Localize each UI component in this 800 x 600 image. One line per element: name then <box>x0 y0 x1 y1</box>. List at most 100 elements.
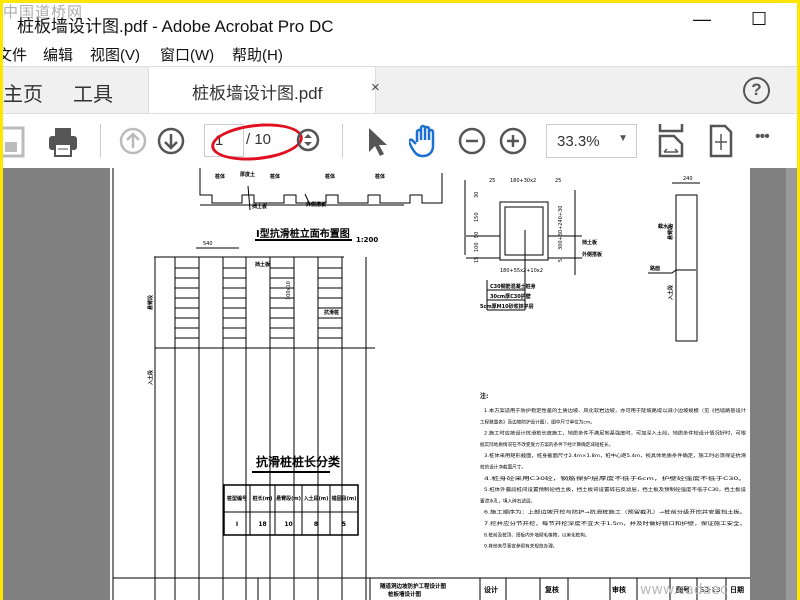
dimension-label: 30 <box>474 192 480 198</box>
elevation-title: I型抗滑桩立面布置图 <box>256 227 350 240</box>
tab-home[interactable]: 主页 <box>3 84 43 106</box>
drawing-label: 30cm厚C30护壁 <box>490 293 531 300</box>
tab-bar: 主页 工具 桩板墙设计图.pdf × ? <box>3 66 797 114</box>
zoom-level: 33.3% <box>557 133 600 150</box>
zoom-out-icon[interactable] <box>458 127 486 155</box>
chevron-down-icon: ▼ <box>618 133 628 144</box>
scrollbar[interactable] <box>786 168 797 600</box>
pdf-page: 桩体 厚度土 桩体 桩体 桩体 挡土板 外侧搭板 540 挡土板 100x10 … <box>110 168 797 600</box>
titleblock-figno-label: 图号 <box>676 585 690 594</box>
drawing-label: 桩体 <box>375 173 386 180</box>
menu-edit[interactable]: 编辑 <box>43 47 74 64</box>
titleblock-design: 设计 <box>484 585 498 594</box>
drawing-label: 抗滑桩 <box>324 309 339 316</box>
toolbar-divider <box>342 124 343 158</box>
titleblock-audit: 审核 <box>612 585 626 594</box>
drawing-label: 路面 <box>650 265 660 272</box>
print-icon[interactable] <box>47 126 79 158</box>
dimension-label: 25 <box>489 178 495 184</box>
minimize-button[interactable]: — <box>693 9 711 29</box>
table-cell: I <box>236 521 238 528</box>
table-header: 桩长(m) <box>253 495 273 502</box>
watermark-text: www.cadaec <box>640 582 728 598</box>
dimension-label: 100x10 <box>286 281 292 300</box>
dimension-label: 240 <box>683 176 693 182</box>
note-line: 5.桩体外露段桩间设置预制砼挡土板，挡土板背设置碎石反滤层，挡土板及预制砼强度不… <box>484 486 746 493</box>
drawing-label: 悬臂段 <box>147 295 154 311</box>
titleblock-project: 隧道洞边坡防护工程设计图 <box>380 582 447 590</box>
full-screen-icon[interactable] <box>709 124 733 158</box>
drawing-label: 桩体 <box>325 173 336 180</box>
drawing-label: 5cm厚M10砂浆抹平层 <box>480 303 534 310</box>
document-viewport[interactable]: 桩体 厚度土 桩体 桩体 桩体 挡土板 外侧搭板 540 挡土板 100x10 … <box>3 168 797 600</box>
dimension-label: 100 <box>474 242 480 252</box>
drawing-label: C30钢筋混凝土桩身 <box>490 283 536 290</box>
menu-window[interactable]: 窗口(W) <box>160 47 215 64</box>
zoom-in-icon[interactable] <box>499 127 527 155</box>
more-tools-icon[interactable]: ••• <box>755 128 770 145</box>
notes-title: 注: <box>480 392 488 400</box>
table-cell: 5 <box>342 521 346 528</box>
next-page-icon[interactable] <box>157 127 185 155</box>
dimension-label: 300+30+240+30 <box>558 206 564 250</box>
drawing-label: 桩体 <box>215 173 226 180</box>
page-total: / 10 <box>246 131 272 148</box>
drawing-label: 挡土板 <box>254 261 271 268</box>
drawing-label: 挡土板 <box>581 239 598 246</box>
table-header: 悬臂段(m) <box>275 495 301 502</box>
dimension-label: 5 <box>558 259 564 262</box>
titleblock-name: 桩板墙设计图 <box>388 590 422 598</box>
drawing-label: 厚度土 <box>240 171 255 178</box>
page-stepper-icon[interactable] <box>296 128 320 152</box>
drawing-label: 悬臂段 <box>667 225 674 241</box>
note-line: 2.施工时应按设计抗滑桩长度施工，地质条件不满足地基强度时，可加深入土段，地质条… <box>484 430 746 437</box>
dimension-label: 150 <box>474 212 480 222</box>
drawing-label: 入土段 <box>667 285 674 300</box>
previous-page-icon[interactable] <box>119 127 147 155</box>
maximize-button[interactable]: ☐ <box>751 9 768 29</box>
drawing-label: 挡土板 <box>251 203 268 210</box>
drawing-label: 桩体 <box>270 173 281 180</box>
titleblock-date: 日期 <box>730 585 744 594</box>
table-cell: 10 <box>284 521 292 528</box>
note-line: 9.其他未尽事宜参照有关规范办理。 <box>484 543 557 550</box>
titleblock-review: 复核 <box>544 585 559 594</box>
help-icon[interactable]: ? <box>743 77 770 104</box>
menu-view[interactable]: 视图(V) <box>90 47 140 64</box>
fit-width-icon[interactable] <box>657 122 685 162</box>
dimension-label: 25 <box>555 178 561 184</box>
close-tab-icon[interactable]: × <box>371 79 380 96</box>
note-line: 3.桩体采用矩形截面，桩身截面尺寸2.4m×1.8m，桩中心距5.4m，视具体地… <box>484 452 746 459</box>
note-line: 桩的设计净截面尺寸。 <box>480 464 526 471</box>
drawing-label: 截水沟 <box>658 223 673 230</box>
menu-help[interactable]: 帮助(H) <box>232 47 283 64</box>
dimension-label: 50 <box>474 232 480 238</box>
watermark-logo: 中国道桥网 <box>3 4 84 21</box>
select-cursor-icon[interactable] <box>365 126 387 158</box>
acrobat-window: 中国道桥网 桩板墙设计图.pdf - Adobe Acrobat Pro DC … <box>3 3 797 600</box>
page-number-input[interactable]: 1 <box>204 124 244 157</box>
toolbar-divider <box>100 124 101 158</box>
table-header: 锚固段(m) <box>332 495 357 502</box>
note-line: 1.本方案适用于防护稳定性差的土质边坡、风化软岩边坡，亦可用于陡坡路堤以减小边坡… <box>484 407 746 414</box>
menu-bar: 文件 编辑 视图(V) 窗口(W) 帮助(H) <box>3 40 797 66</box>
note-line: 8.桩前及桩顶、搭板内外墙砌毛植物，以美化桩构。 <box>484 531 589 538</box>
note-line: 4.桩身砼采用C30砼，钢筋保护层厚度不低于6cm，护壁砼强度不低于C30。 <box>484 475 746 482</box>
tab-document[interactable]: 桩板墙设计图.pdf × <box>148 67 380 114</box>
window-title: 桩板墙设计图.pdf - Adobe Acrobat Pro DC <box>17 17 334 36</box>
hand-tool-icon[interactable] <box>409 124 441 158</box>
save-icon[interactable] <box>3 126 27 158</box>
document-tab-label: 桩板墙设计图.pdf <box>192 84 323 103</box>
note-line: 据实际地质情况在不改变受力方案的条件下经计算确定减短桩长。 <box>480 441 613 448</box>
dimension-label: 180+55x2+10x2 <box>500 268 543 274</box>
titleblock-figno: S3-13 <box>700 586 720 594</box>
note-line: 7.挖井应分节开挖，每节开挖深度不宜大于1.5m，并及时做好锁口和护壁，保证施工… <box>484 520 746 527</box>
drawing-label: 外侧搭板 <box>582 251 603 258</box>
tab-tools[interactable]: 工具 <box>73 84 113 106</box>
menu-file[interactable]: 文件 <box>3 47 28 64</box>
zoom-level-dropdown[interactable]: 33.3% ▼ <box>546 124 637 158</box>
dimension-label: 540 <box>203 241 213 247</box>
note-line: 6.施工顺序为：上部边坡开挖与防护→抗滑桩施工（预留截孔）→桩前分级开挖并安置挡… <box>484 509 746 516</box>
table-cell: 18 <box>258 521 266 528</box>
